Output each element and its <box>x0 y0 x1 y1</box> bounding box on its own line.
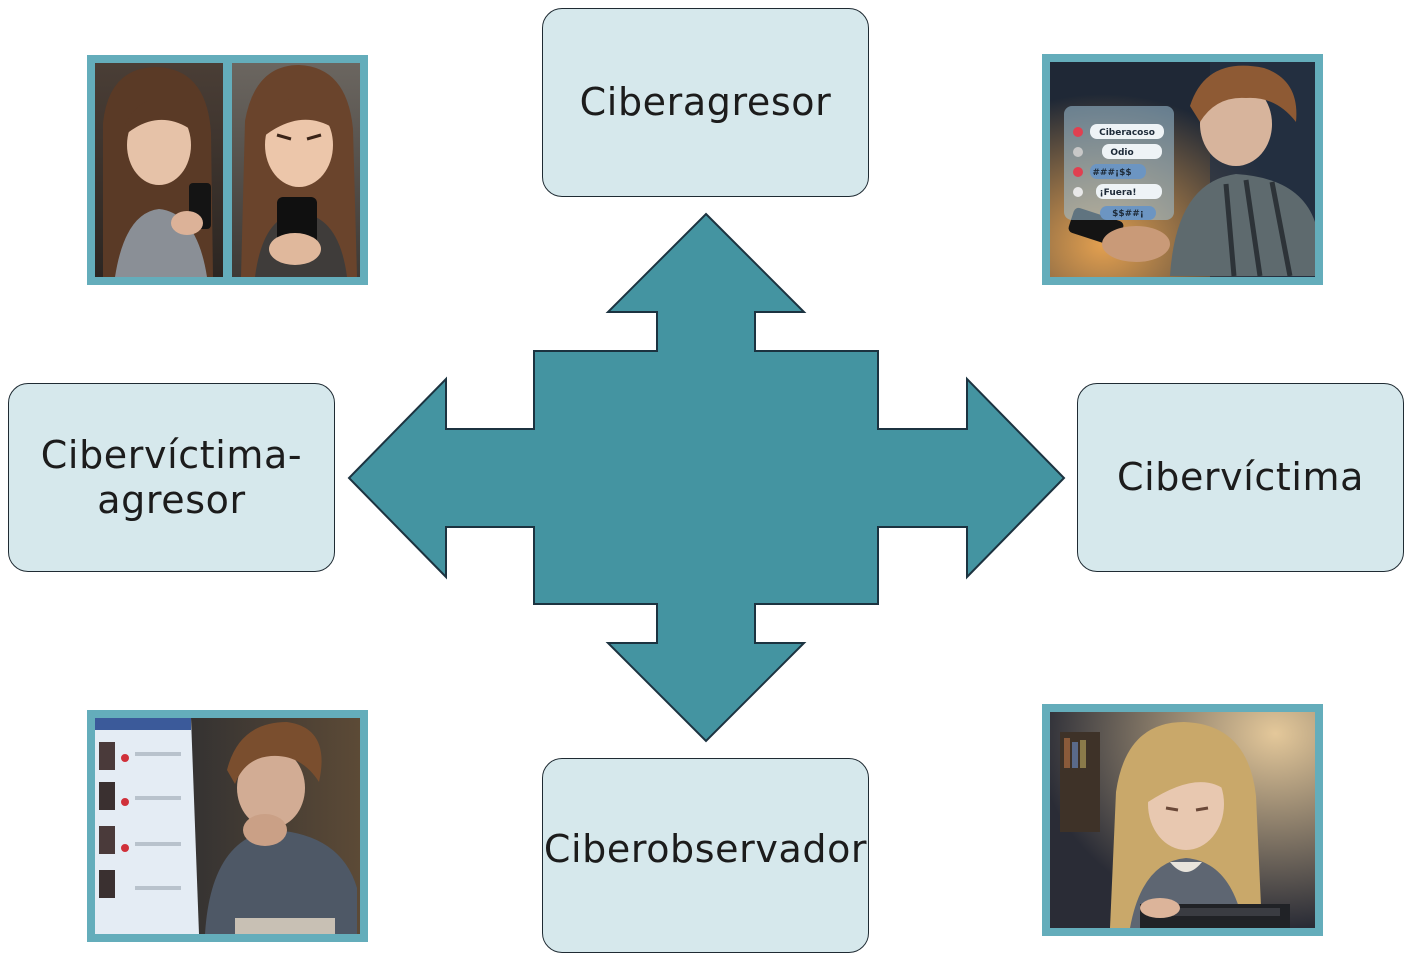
role-label-line-2: agresor <box>97 477 246 522</box>
role-label-cibervictima-agresor: Cibervíctima- agresor <box>41 433 302 522</box>
role-label-ciberagresor: Ciberagresor <box>579 80 832 125</box>
chat-bubble-3: ###¡$$ <box>1092 168 1131 178</box>
role-box-cibervictima: Cibervíctima <box>1077 383 1404 572</box>
two-girls-with-phones-photo <box>87 55 368 285</box>
boy-at-computer-photo <box>87 710 368 942</box>
chat-bubble-2: Odio <box>1110 148 1133 158</box>
role-box-cibervictima-agresor: Cibervíctima- agresor <box>8 383 335 572</box>
role-box-ciberagresor: Ciberagresor <box>542 8 869 197</box>
chat-bubble-4: ¡Fuera! <box>1100 188 1137 198</box>
four-way-arrow-shape <box>347 212 1066 743</box>
role-box-ciberobservador: Ciberobservador <box>542 758 869 953</box>
chat-bubble-5: $$##¡ <box>1112 209 1144 219</box>
crying-girl-at-laptop-photo <box>1042 704 1323 936</box>
role-label-ciberobservador: Ciberobservador <box>543 827 868 872</box>
role-label-line-1: Cibervíctima- <box>40 433 303 478</box>
chat-bubble-1: Ciberacoso <box>1099 128 1155 138</box>
boy-with-phone-chat-photo: Ciberacoso Odio ###¡$$ ¡Fuera! $$##¡ <box>1042 54 1323 285</box>
chat-bubbles: Ciberacoso Odio ###¡$$ ¡Fuera! $$##¡ <box>1073 124 1164 220</box>
role-label-cibervictima: Cibervíctima <box>1116 455 1365 500</box>
